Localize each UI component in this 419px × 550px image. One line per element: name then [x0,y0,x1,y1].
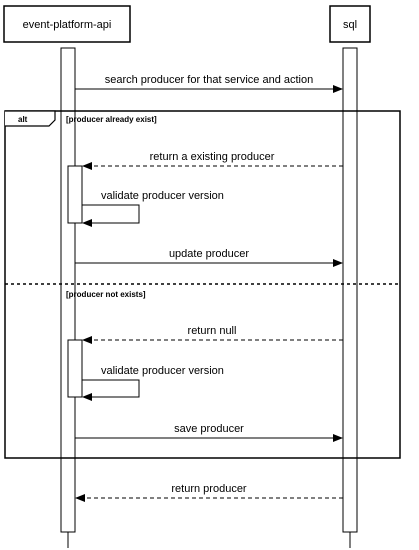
message-validate-2-arrow [82,379,140,401]
participant-sql: sql [329,5,371,43]
message-validate-1-label: validate producer version [101,190,224,202]
alt-guard-1: [producer already exist] [66,115,157,124]
message-return-existing-label: return a existing producer [150,151,275,163]
activation-api-1 [67,165,83,224]
participant-api: event-platform-api [3,5,131,43]
message-update-label: update producer [169,248,249,260]
participant-sql-label: sql [343,19,357,31]
message-search-label: search producer for that service and act… [105,74,314,86]
alt-fragment-tab [5,110,56,127]
activation-api-2 [67,339,83,398]
lifeline-sql-activation [342,47,358,533]
alt-guard-2: [producer not exists] [66,290,146,299]
message-return-null-label: return null [188,325,237,337]
alt-operator: alt [18,115,28,124]
message-validate-1-arrow [82,204,140,227]
participant-api-label: event-platform-api [23,19,112,31]
message-validate-2-label: validate producer version [101,365,224,377]
message-save-label: save producer [174,423,244,435]
message-return-producer-label: return producer [171,483,247,495]
